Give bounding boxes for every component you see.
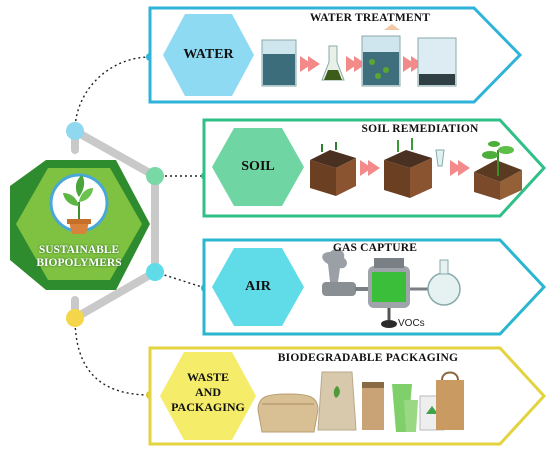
central-title-line1: SUSTAINABLE: [38, 244, 120, 256]
junction-waste: [66, 309, 84, 327]
soil-hex-label: SOIL: [241, 159, 275, 174]
junction-air: [146, 263, 164, 281]
water-title: WATER TREATMENT: [309, 12, 431, 24]
soil-title: SOIL REMEDIATION: [361, 123, 479, 135]
junction-soil: [146, 167, 164, 185]
water-illustration: [261, 24, 457, 87]
waste-hex-line3: PACKAGING: [171, 400, 245, 414]
air-title: GAS CAPTURE: [332, 242, 418, 254]
central-title: SUSTAINABLE BIOPOLYMERS: [20, 244, 138, 270]
vocs-label: VOCs: [398, 318, 425, 329]
waste-title: BIODEGRADABLE PACKAGING: [277, 352, 459, 364]
water-hex-label: WATER: [183, 47, 234, 62]
air-hex-label: AIR: [245, 279, 271, 294]
dotted-connectors: [74, 56, 206, 396]
plant-logo-icon: [49, 173, 109, 234]
waste-illustration: [257, 371, 464, 433]
waste-hex-label: WASTE AND PACKAGING: [160, 370, 256, 415]
junction-water: [66, 122, 84, 140]
soil-illustration: [310, 138, 522, 200]
air-illustration: [322, 249, 461, 328]
waste-hex-line1: WASTE: [186, 370, 230, 384]
waste-hex-line2: AND: [195, 385, 221, 399]
central-title-line2: BIOPOLYMERS: [36, 257, 122, 269]
